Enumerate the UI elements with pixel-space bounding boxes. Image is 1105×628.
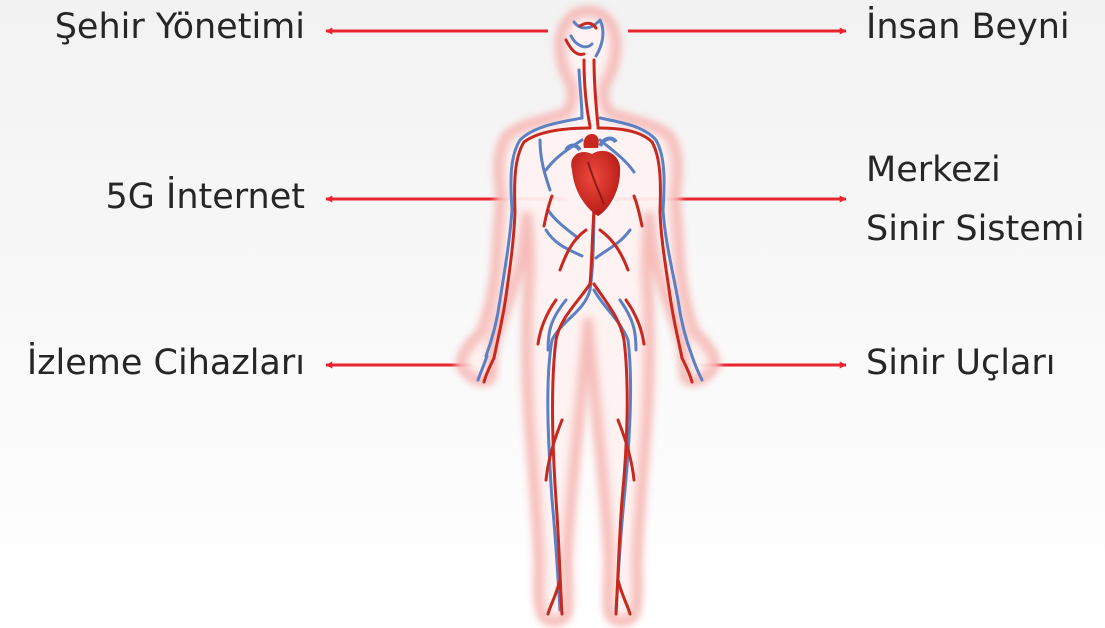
human-body: [462, 12, 714, 621]
